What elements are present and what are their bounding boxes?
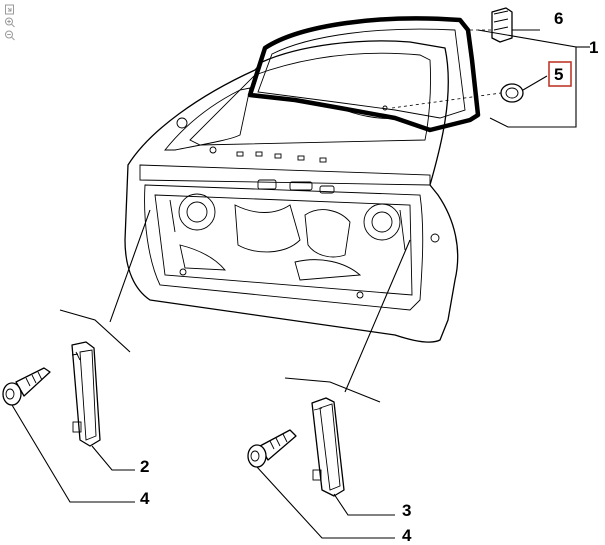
svg-text:6: 6	[554, 9, 563, 28]
callout-3[interactable]: 3	[402, 501, 411, 520]
callout-6[interactable]: 6	[554, 9, 563, 28]
screw-left	[2, 367, 51, 406]
assembly-leaders	[59, 29, 590, 403]
fit-page-icon[interactable]	[3, 3, 17, 15]
callout-4-left[interactable]: 4	[140, 489, 150, 508]
svg-text:1: 1	[589, 38, 598, 57]
svg-text:3: 3	[402, 501, 411, 520]
svg-text:4: 4	[140, 489, 150, 508]
callout-5[interactable]: 5	[548, 61, 572, 87]
callout-2[interactable]: 2	[140, 457, 149, 476]
svg-text:4: 4	[402, 526, 412, 545]
zoom-toolbar	[3, 3, 17, 41]
zoom-in-icon[interactable]	[3, 16, 17, 28]
svg-text:5: 5	[554, 65, 563, 84]
guide-rail-right	[311, 397, 345, 497]
callout-5-highlight	[548, 61, 572, 87]
zoom-out-icon[interactable]	[3, 29, 17, 41]
callout-4-right[interactable]: 4	[402, 526, 412, 545]
screw-right	[247, 429, 297, 468]
svg-text:2: 2	[140, 457, 149, 476]
callout-1[interactable]: 1	[589, 38, 598, 57]
glass-clip	[470, 7, 513, 43]
door-shell	[124, 40, 459, 343]
callout-leaders	[11, 29, 548, 539]
window-glass	[247, 16, 481, 133]
rubber-bumper	[391, 83, 524, 109]
guide-rail-left	[71, 341, 101, 447]
